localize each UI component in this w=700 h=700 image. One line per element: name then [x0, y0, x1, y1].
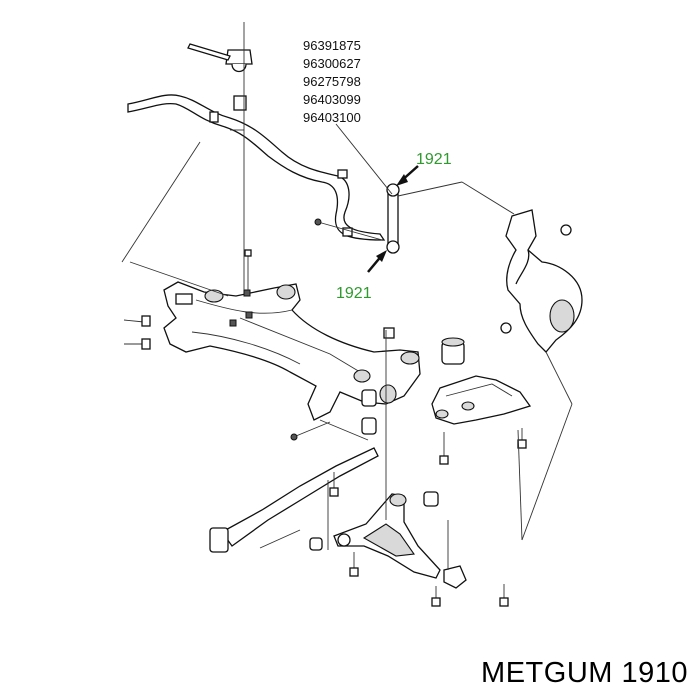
callout-bottom-label: 1921: [336, 285, 372, 302]
callout-arrows: [335, 123, 419, 273]
steering-knuckle: [461, 181, 583, 353]
stabilizer-link: [314, 181, 463, 254]
bushings: [309, 327, 465, 551]
strut-rod: [209, 419, 379, 553]
callout-top-label: 1921: [416, 151, 452, 168]
part-number-5: 96403100: [303, 110, 361, 125]
bar-clamp: [187, 22, 253, 111]
subframe: [163, 281, 421, 421]
part-number-4: 96403099: [303, 92, 361, 107]
fasteners: [123, 249, 527, 607]
lower-control-arm: [333, 493, 467, 589]
bracket-plate: [431, 375, 532, 425]
leader-lines: [121, 46, 573, 570]
part-number-2: 96300627: [303, 56, 361, 71]
caption-brand-part: METGUM 1910: [481, 657, 688, 689]
part-number-1: 96391875: [303, 38, 361, 53]
part-number-list: 96391875 96300627 96275798 96403099 9640…: [303, 38, 361, 125]
part-number-3: 96275798: [303, 74, 361, 89]
